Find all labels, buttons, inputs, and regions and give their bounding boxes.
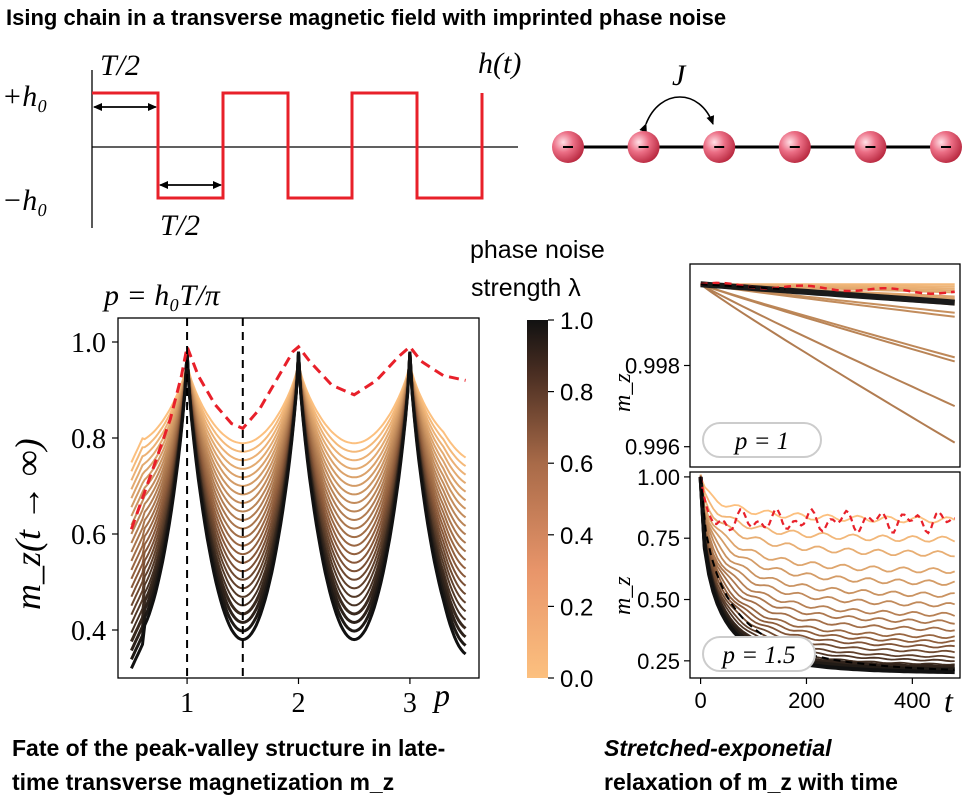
inset-p15-chart: 1.00 0.75 0.50 0.25 0 200 400 m_z p = 1.5 t — [610, 465, 961, 719]
inset-p15-curve — [699, 476, 955, 659]
caption-left-line1: Fate of the peak-valley structure in lat… — [12, 735, 445, 761]
main-ytick-label: 0.4 — [71, 616, 106, 647]
label-plus-h0: +h₀ — [2, 80, 48, 113]
label-half-period-top: T/2 — [100, 49, 140, 82]
inset-p1-curve — [700, 283, 956, 444]
colorbar-tick-label: 0.4 — [560, 523, 593, 550]
inset-p15-curve — [699, 476, 955, 632]
label-h-of-t: h(t) — [478, 47, 521, 80]
main-xtick-label: 1 — [180, 688, 194, 719]
colorbar-title-line2: strength λ — [471, 274, 581, 302]
colorbar-tick-label: 0.0 — [560, 666, 593, 693]
main-xtick-label: 2 — [292, 688, 306, 719]
caption-left-line2: time transverse magnetization m_z — [12, 769, 394, 795]
clean-curve-red-dashed — [129, 341, 466, 530]
inset-p1-curve — [700, 283, 955, 363]
caption-right-line1: Stretched-exponetial — [604, 735, 832, 761]
main-chart: 1 2 3 1.0 0.8 0.6 0.4 m_z(t → ∞) p — [8, 317, 480, 719]
inset-p15-curve — [699, 478, 956, 586]
inset-p15-xtick-label: 0 — [694, 688, 706, 713]
colorbar-gradient — [527, 320, 548, 678]
inset-p1-curve — [700, 283, 956, 408]
inset-p15-curve — [699, 474, 956, 543]
square-wave-field — [92, 91, 484, 200]
inset-p15-ytick-label: 0.25 — [637, 649, 680, 674]
inset-p15-black-dashed — [699, 476, 955, 671]
inset-p1-ylabel: m_z — [610, 373, 636, 412]
inset-p15-curve — [699, 475, 955, 625]
main-chart-ylabel: m_z(t → ∞) — [8, 438, 48, 610]
main-xtick-label: 3 — [403, 688, 417, 719]
spin-chain: J — [552, 59, 962, 163]
inset-p15-label: p = 1.5 — [720, 642, 795, 669]
inset-p15-red-dashed — [699, 476, 955, 535]
inset-p15-curve — [699, 474, 955, 558]
inset-p15-curve — [699, 477, 955, 640]
inset-p15-xtick-label: 400 — [894, 688, 931, 713]
inset-p15-curve — [699, 476, 956, 574]
coupling-arrow — [639, 96, 715, 133]
colorbar-title-line1: phase noise — [470, 236, 605, 264]
colorbar: phase noise strength λ 1.0 0.8 0.6 0.4 0.2 0.… — [470, 236, 605, 693]
figure-title: Ising chain in a transverse magnetic fie… — [6, 5, 726, 30]
field-schematic: +h₀ −h₀ T/2 T/2 h(t) — [2, 47, 521, 242]
inset-p15-ytick-label: 0.75 — [637, 526, 680, 551]
inset-p15-ytick-label: 0.50 — [637, 588, 680, 613]
inset-p15-curve — [699, 475, 956, 617]
inset-p1-ytick-label: 0.996 — [625, 435, 680, 460]
inset-p15-xlabel: t — [944, 683, 954, 719]
main-ytick-label: 0.8 — [71, 424, 106, 455]
p-definition: p = h₀T/π — [102, 279, 221, 312]
inset-p1-label: p = 1 — [733, 428, 789, 455]
caption-right-line2: relaxation of m_z with time — [604, 769, 898, 795]
coupling-label: J — [672, 59, 687, 92]
inset-p15-ytick-label: 1.00 — [637, 465, 680, 490]
inset-p15-curve — [699, 477, 955, 649]
inset-p15-ylabel: m_z — [610, 576, 636, 615]
inset-p15-frame — [689, 471, 961, 679]
label-half-period-bottom: T/2 — [160, 209, 200, 242]
inset-p15-label-badge — [702, 636, 816, 672]
inset-p15-curve — [699, 478, 955, 598]
colorbar-tick-label: 0.8 — [560, 380, 593, 407]
inset-p1-label-badge — [702, 422, 822, 458]
main-ytick-label: 1.0 — [71, 328, 106, 359]
inset-p15-curve — [699, 478, 955, 644]
inset-p1-ytick-label: 0.998 — [625, 354, 680, 379]
colorbar-tick-label: 0.6 — [560, 451, 593, 478]
inset-p15-curve — [699, 477, 955, 608]
inset-p1-chart: 0.998 0.996 m_z p = 1 — [610, 263, 961, 468]
colorbar-tick-label: 0.2 — [560, 594, 593, 621]
main-ytick-label: 0.6 — [71, 520, 106, 551]
inset-p1-black-dashed — [700, 283, 786, 291]
inset-p15-curve — [699, 476, 956, 524]
colorbar-tick-label: 1.0 — [560, 308, 593, 335]
inset-p15-curve — [699, 476, 955, 663]
main-chart-xlabel: p — [432, 677, 450, 713]
inset-p15-curve — [698, 477, 955, 670]
label-minus-h0: −h₀ — [2, 184, 48, 217]
inset-p15-xtick-label: 200 — [788, 688, 825, 713]
